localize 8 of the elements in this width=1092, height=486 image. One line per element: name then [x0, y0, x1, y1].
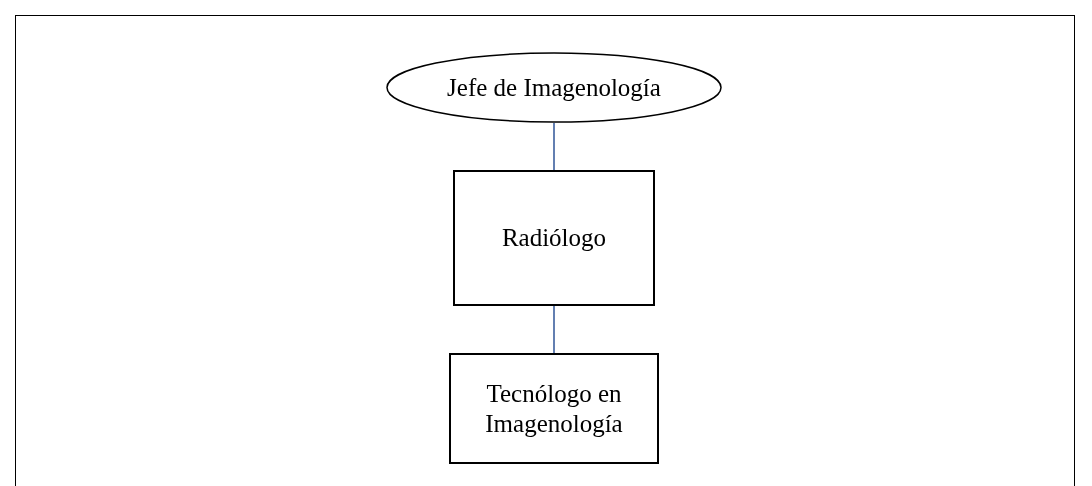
- ellipse-node: [386, 52, 722, 123]
- node-label: Jefe de Imagenología: [447, 72, 661, 103]
- process-box: [449, 353, 659, 464]
- connector-line: [553, 305, 555, 354]
- process-box: [453, 170, 655, 306]
- node-label: Tecnólogo en Imagenología: [484, 378, 624, 439]
- connector-line: [553, 122, 555, 171]
- node-label: Radiólogo: [501, 223, 607, 253]
